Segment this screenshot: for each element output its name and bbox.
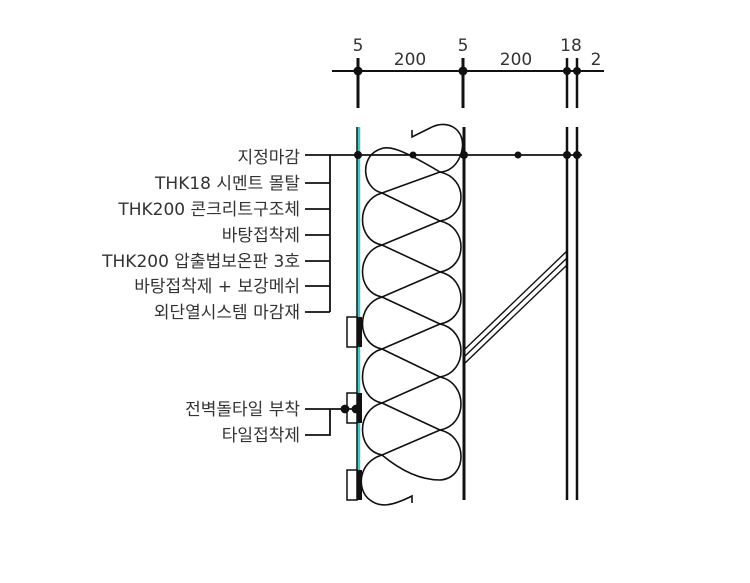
label-brick-tile: 전벽돌타일 부착: [185, 400, 300, 420]
dim-label-3: 5: [458, 36, 469, 56]
label-cement-mortar: THK18 시멘트 몰탈: [154, 174, 300, 194]
tile-block-3: [346, 469, 362, 501]
label-eifs-finish: 외단열시스템 마감재: [154, 303, 300, 323]
anchor-diagonal: [463, 250, 568, 365]
dim-label-6: 2: [591, 50, 602, 70]
upper-labels: 지정마감 THK18 시멘트 몰탈 THK200 콘크리트구조체 바탕접착제 T…: [101, 148, 300, 323]
label-adhesive-mesh: 바탕접착제 + 보강메쉬: [134, 277, 300, 297]
label-tile-adhesive: 타일접착제: [222, 426, 300, 446]
label-specified-finish: 지정마감: [237, 148, 300, 168]
dim-label-4: 200: [500, 50, 532, 70]
tile-block-1: [346, 316, 362, 348]
dim-label-1: 5: [353, 36, 364, 56]
label-concrete-structure: THK200 콘크리트구조체: [117, 200, 300, 220]
wall-layers: [356, 127, 579, 500]
reference-line: [305, 151, 582, 159]
lower-labels: 전벽돌타일 부착 타일접착제: [185, 400, 300, 446]
dimension-line-group: 5 200 5 200 18 2: [332, 36, 604, 108]
dim-label-2: 200: [394, 50, 426, 70]
upper-leader-lines: [305, 155, 331, 313]
lower-leader-lines: [305, 404, 361, 436]
label-xps-insulation: THK200 압출법보온판 3호: [101, 252, 300, 272]
dim-label-5: 18: [560, 36, 582, 56]
insulation-loops: [360, 123, 464, 506]
label-base-adhesive: 바탕접착제: [222, 226, 300, 246]
